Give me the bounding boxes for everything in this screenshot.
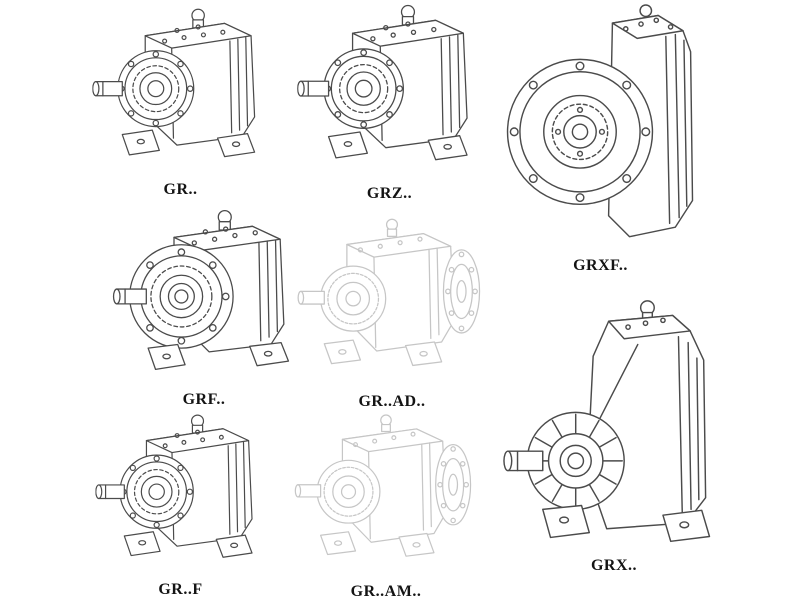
label-grz: GRZ..	[366, 185, 413, 202]
label-grf: GRF..	[182, 391, 226, 408]
figure-grf: GRF..	[104, 206, 304, 409]
gearbox-drawing-grff	[88, 410, 273, 576]
gearbox-drawing-grx	[500, 298, 728, 552]
figure-grz: GRZ..	[292, 0, 487, 203]
figure-grx: GRX..	[500, 298, 728, 575]
gearbox-drawing-grf	[104, 206, 304, 386]
label-grad: GR..AD..	[358, 393, 426, 410]
gearbox-drawing-grz	[292, 0, 487, 180]
figure-gram: GR..AM..	[290, 408, 482, 600]
label-gram: GR..AM..	[350, 583, 422, 600]
label-grxf: GRXF..	[573, 257, 628, 274]
label-gr: GR..	[163, 181, 198, 198]
label-grff: GR..F	[158, 581, 203, 598]
figure-grxf: GRXF..	[498, 4, 703, 275]
gearbox-drawing-gram	[290, 408, 482, 578]
gearbox-drawing-gr	[88, 4, 273, 176]
figure-grff: GR..F	[88, 410, 273, 599]
gearbox-drawing-grxf	[498, 4, 703, 252]
label-grx: GRX..	[590, 557, 638, 574]
figure-gr: GR..	[88, 4, 273, 199]
gearbox-drawing-grad	[292, 212, 492, 388]
figure-grad: GR..AD..	[292, 212, 492, 411]
